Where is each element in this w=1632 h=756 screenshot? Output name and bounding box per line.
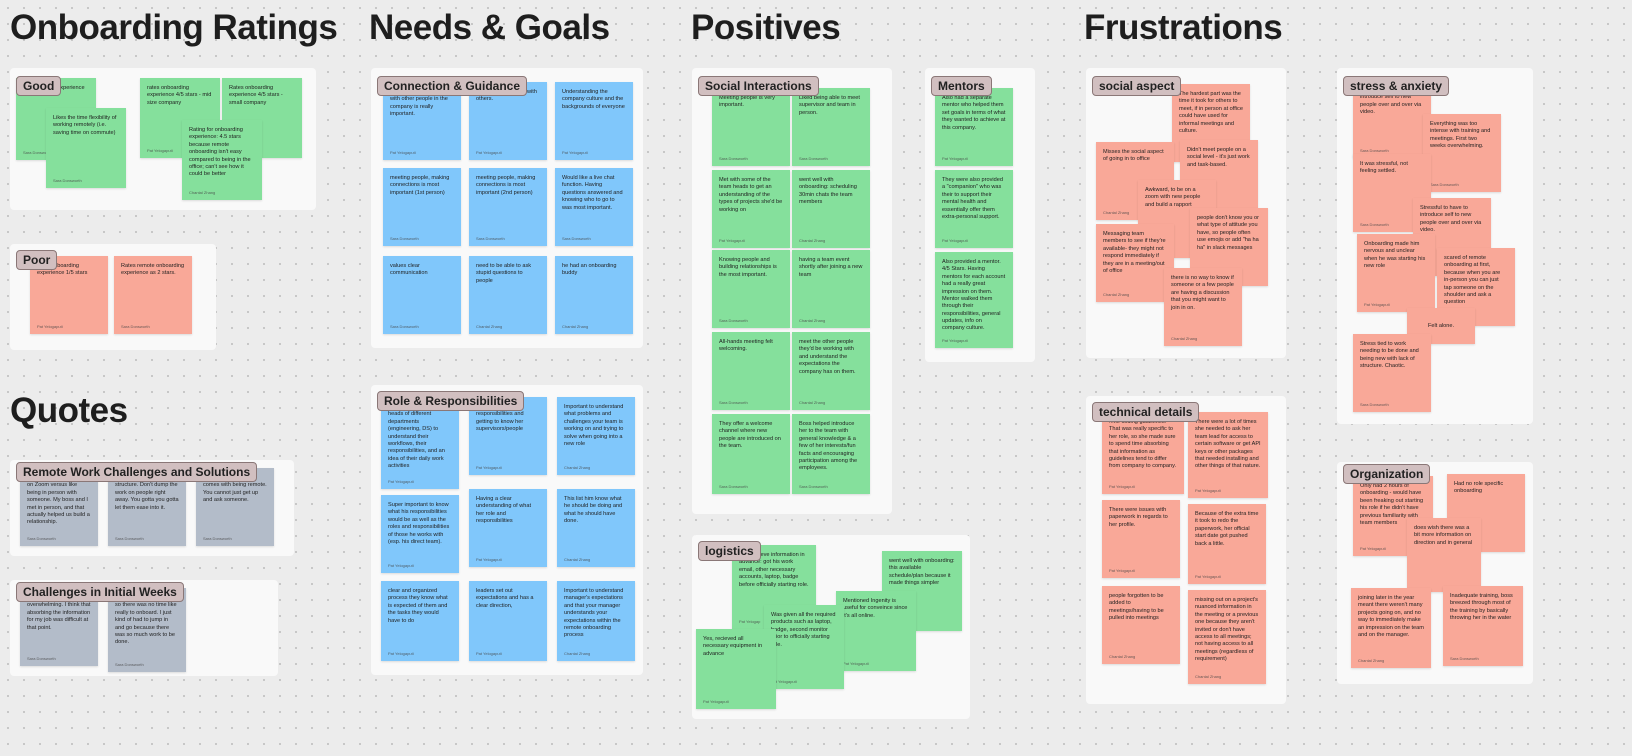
section-good[interactable]: Good ...ting remote experience as 5 star…	[10, 68, 316, 210]
section-connection-guidance[interactable]: Connection & Guidance ...mentions connec…	[371, 68, 643, 348]
sticky-note[interactable]: missing out on a project's nuanced infor…	[1188, 590, 1266, 684]
section-mentors[interactable]: Mentors Also had a separate mentor who h…	[925, 68, 1035, 362]
sticky-note[interactable]: Having a clear understanding of what her…	[469, 489, 547, 567]
group-label-stress-anxiety[interactable]: stress & anxiety	[1343, 76, 1450, 96]
sticky-note[interactable]: Super important to know what his respons…	[381, 495, 459, 573]
heading-onboarding-ratings: Onboarding Ratings	[10, 8, 338, 47]
sticky-note[interactable]: Because of the extra time it took to red…	[1188, 504, 1266, 584]
group-label-role-responsibilities[interactable]: Role & Responsibilities	[377, 391, 525, 411]
sticky-note[interactable]: Would like a live chat function. Having …	[555, 168, 633, 246]
sticky-note[interactable]: There were issues with paperwork in rega…	[1102, 500, 1180, 578]
sticky-note[interactable]: This list him know what he should be doi…	[557, 489, 635, 567]
sticky-note[interactable]: Only had 2 hours of onboarding - would h…	[1353, 476, 1433, 556]
sticky-note[interactable]: people forgotten to be added to meetings…	[1102, 586, 1180, 664]
group-label-remote-work[interactable]: Remote Work Challenges and Solutions	[16, 462, 258, 482]
sticky-note[interactable]: Didn't meet people on a social level - i…	[1180, 140, 1258, 218]
heading-needs-goals: Needs & Goals	[369, 8, 610, 47]
sticky-note[interactable]: Rating for onboarding experience: 4.5 st…	[182, 120, 262, 200]
sticky-note[interactable]: meeting people, making connections is mo…	[469, 168, 547, 246]
sticky-note[interactable]: there is no way to know if someone or a …	[1164, 268, 1242, 346]
sticky-note[interactable]: Met with some of the team heads to get a…	[712, 170, 790, 248]
sticky-note[interactable]: Mentioned Ingenity is useful for convein…	[836, 591, 916, 671]
group-label-logistics[interactable]: logistics	[698, 541, 761, 561]
sticky-note[interactable]: Also had a separate mentor who helped th…	[935, 88, 1013, 166]
sticky-note[interactable]: Yes, recieved all necessary equipment in…	[696, 629, 776, 709]
heading-quotes: Quotes	[10, 391, 128, 430]
section-social-aspect[interactable]: social aspect The hardest part was the t…	[1086, 68, 1286, 358]
sticky-note[interactable]: having a team event shortly after joinin…	[792, 250, 870, 328]
sticky-note[interactable]: All-hands meeting felt welcoming.Sara Do…	[712, 332, 790, 410]
section-organization[interactable]: Organization Only had 2 hours of onboard…	[1337, 462, 1533, 684]
section-logistics[interactable]: logistics ...nd recieve information in a…	[692, 535, 970, 719]
sticky-note[interactable]: Was given all the required products such…	[764, 605, 844, 689]
sticky-note[interactable]: Messaging team members to see if they're…	[1096, 224, 1174, 302]
section-social-interactions[interactable]: Social Interactions Meeting people is ve…	[692, 68, 892, 514]
section-poor[interactable]: Poor ...ote onboarding experience 1/5 st…	[10, 244, 216, 350]
sticky-note[interactable]: need to be able to ask stupid questions …	[469, 256, 547, 334]
group-label-mentors[interactable]: Mentors	[931, 76, 992, 96]
section-remote-work-challenges[interactable]: Remote Work Challenges and Solutions ...…	[10, 460, 294, 556]
sticky-note[interactable]: Also provided a mentor. 4/5 Stars. Havin…	[935, 252, 1013, 348]
sticky-note[interactable]: meeting people, making connections is mo…	[383, 168, 461, 246]
sticky-note[interactable]: meet the other people they'd be working …	[792, 332, 870, 410]
sticky-note[interactable]: Knowing people and building relationship…	[712, 250, 790, 328]
sticky-note[interactable]: Onboarding made him nervous and unclear …	[1357, 234, 1435, 312]
group-label-poor[interactable]: Poor	[16, 250, 58, 270]
sticky-note[interactable]: went well with onboarding: scheduling 30…	[792, 170, 870, 248]
sticky-note[interactable]: went well with onboarding: this availabl…	[882, 551, 962, 631]
sticky-note[interactable]: ...know more about the heads of differen…	[381, 397, 459, 489]
group-label-connection-guidance[interactable]: Connection & Guidance	[377, 76, 528, 96]
group-label-social-aspect[interactable]: social aspect	[1092, 76, 1182, 96]
section-technical-details[interactable]: technical details ...he coding guideline…	[1086, 396, 1286, 704]
group-label-good[interactable]: Good	[16, 76, 62, 96]
sticky-note[interactable]: clear and organized process they know wh…	[381, 581, 459, 661]
sticky-note[interactable]: Boss helped introduce her to the team wi…	[792, 414, 870, 494]
sticky-note[interactable]: They offer a welcome channel where new p…	[712, 414, 790, 494]
sticky-note[interactable]: Likes the time flexibility of working re…	[46, 108, 126, 188]
sticky-note[interactable]: Everything was too intense with training…	[1423, 114, 1501, 192]
sticky-note[interactable]: does wish there was a bit more informati…	[1407, 518, 1481, 592]
sticky-note[interactable]: Inadequate training, boss breezed throug…	[1443, 586, 1523, 666]
section-stress-anxiety[interactable]: stress & anxiety Stressful to have to in…	[1337, 68, 1533, 424]
section-initial-weeks[interactable]: Challenges in Initial Weeks ...was very,…	[10, 580, 278, 676]
group-label-organization[interactable]: Organization	[1343, 464, 1431, 484]
sticky-note[interactable]: Understanding the company culture and th…	[555, 82, 633, 160]
group-label-social-interactions[interactable]: Social Interactions	[698, 76, 819, 96]
group-label-initial-weeks[interactable]: Challenges in Initial Weeks	[16, 582, 184, 602]
heading-frustrations: Frustrations	[1084, 8, 1283, 47]
sticky-note[interactable]: Important to understand manager's expect…	[557, 581, 635, 661]
sticky-note[interactable]: joining later in the year meant there we…	[1351, 588, 1431, 668]
sticky-note[interactable]: ...chaos when I came on, so there was no…	[108, 588, 186, 672]
sticky-note[interactable]: Stress tied to work needing to be done a…	[1353, 334, 1431, 412]
sticky-note[interactable]: Liked being able to meet supervisor and …	[792, 88, 870, 166]
section-role-responsibilities[interactable]: Role & Responsibilities ...know more abo…	[371, 385, 643, 675]
group-label-technical-details[interactable]: technical details	[1092, 402, 1200, 422]
sticky-note[interactable]: leaders set out expectations and has a c…	[469, 581, 547, 661]
sticky-note[interactable]: ...he coding guidelines. That was really…	[1102, 412, 1184, 494]
sticky-note[interactable]: Important to understand what problems an…	[557, 397, 635, 475]
sticky-note[interactable]: Rates remote onboarding experience as 2 …	[114, 256, 192, 334]
heading-positives: Positives	[691, 8, 841, 47]
sticky-note[interactable]: Meeting people is very important.Sara Do…	[712, 88, 790, 166]
sticky-note[interactable]: They were also provided a "companion" wh…	[935, 170, 1013, 248]
sticky-note[interactable]: There were a lot of times she needed to …	[1188, 412, 1268, 498]
